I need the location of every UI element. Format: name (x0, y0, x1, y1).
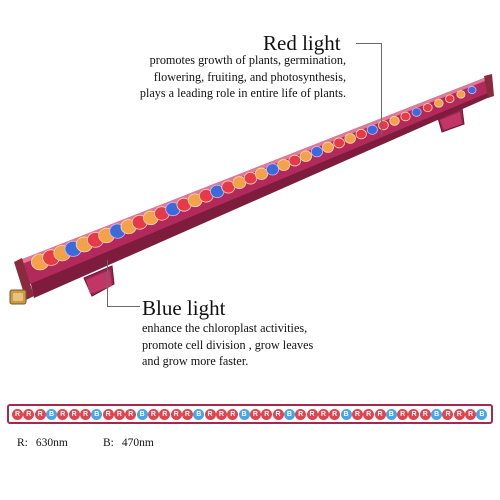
strip-chip-red: R (453, 408, 465, 420)
mounting-bracket-right-face (440, 112, 462, 130)
blue-led (310, 146, 323, 158)
red-led (254, 167, 269, 180)
red-led (422, 103, 433, 113)
strip-chip-red: R (79, 408, 91, 420)
red-light-title: Red light (263, 31, 341, 55)
red-light-leader-line (356, 43, 382, 44)
strip-chip-blue: B (385, 408, 397, 420)
red-led (322, 141, 334, 153)
strip-chip-red: R (408, 408, 420, 420)
red-light-leader-line-vertical (381, 43, 382, 135)
strip-chip-red: R (374, 408, 386, 420)
legend-red-wavelength: R: 630nm (17, 437, 68, 449)
red-led (243, 171, 258, 185)
strip-chip-red: R (261, 408, 273, 420)
strip-chip-red: R (204, 408, 216, 420)
red-led (434, 98, 444, 108)
red-led (288, 154, 302, 167)
strip-chip-red: R (147, 408, 159, 420)
mounting-bracket-left-face (86, 270, 112, 294)
strip-chip-red: R (125, 408, 137, 420)
legend-blue-wavelength: B: 470nm (103, 437, 154, 449)
red-light-description: promotes growth of plants, germination, … (140, 52, 346, 102)
red-light-description-line: plays a leading role in entire life of p… (139, 86, 346, 100)
strip-chip-red: R (317, 408, 329, 420)
blue-light-leader-line (107, 306, 140, 307)
red-led (400, 111, 411, 122)
strip-chip-red: R (329, 408, 341, 420)
connector-nut-thread (13, 293, 23, 301)
strip-chip-blue: B (431, 408, 443, 420)
blue-led (467, 85, 477, 95)
legend-red-value: 630nm (35, 437, 68, 449)
strip-chip-red: R (363, 408, 375, 420)
strip-chip-red: R (397, 408, 409, 420)
strip-chip-red: R (34, 408, 46, 420)
red-led (299, 150, 312, 162)
red-light-description-line: flowering, fruiting, and photosynthesis, (153, 69, 346, 84)
blue-light-description-line: enhance the chloroplast activities, (142, 321, 308, 335)
strip-chip-red: R (170, 408, 182, 420)
red-led (445, 94, 455, 104)
strip-chip-red: R (442, 408, 454, 420)
strip-chip-red: R (23, 408, 35, 420)
strip-chip-blue: B (476, 408, 488, 420)
red-led (277, 159, 291, 171)
red-led (456, 90, 466, 99)
red-light-description-line: promotes growth of plants, germination, (149, 53, 346, 67)
strip-chip-red: R (102, 408, 114, 420)
strip-chip-blue: B (193, 408, 205, 420)
strip-chip-red: R (249, 408, 261, 420)
strip-chip-red: R (159, 408, 171, 420)
blue-led (366, 124, 378, 135)
strip-chip-red: R (227, 408, 239, 420)
strip-chip-red: R (57, 408, 69, 420)
blue-light-title: Blue light (142, 296, 226, 320)
strip-chip-red: R (465, 408, 477, 420)
strip-chip-red: R (419, 408, 431, 420)
blue-light-description: enhance the chloroplast activities, prom… (142, 320, 313, 370)
strip-chip-blue: B (238, 408, 250, 420)
strip-chip-red: R (181, 408, 193, 420)
end-cap-left (14, 258, 34, 300)
strip-chip-red: R (68, 408, 80, 420)
blue-light-leader-line-vertical (107, 260, 108, 306)
legend-blue-value: 470nm (121, 437, 154, 449)
blue-light-description-line: and grow more faster. (142, 354, 249, 368)
strip-chip-blue: B (136, 408, 148, 420)
red-led (378, 120, 389, 131)
strip-chip-blue: B (45, 408, 57, 420)
strip-chip-red: R (113, 408, 125, 420)
strip-chip-blue: B (340, 408, 352, 420)
strip-chip-red: R (215, 408, 227, 420)
legend-red-label: R: (17, 437, 28, 449)
legend-blue-label: B: (103, 437, 114, 449)
blue-led (411, 107, 422, 117)
blue-led (266, 163, 280, 176)
red-led (344, 133, 356, 144)
end-cap-right (484, 74, 494, 98)
strip-chip-red: R (272, 408, 284, 420)
strip-chip-red: R (295, 408, 307, 420)
red-led (333, 137, 345, 149)
strip-chip-red: R (306, 408, 318, 420)
strip-chip-blue: B (91, 408, 103, 420)
red-led (389, 116, 400, 126)
strip-chip-blue: B (283, 408, 295, 420)
strip-chip-red: R (351, 408, 363, 420)
red-led (355, 128, 367, 140)
blue-light-description-line: promote cell division , grow leaves (142, 337, 314, 352)
strip-chip-red: R (12, 408, 23, 420)
